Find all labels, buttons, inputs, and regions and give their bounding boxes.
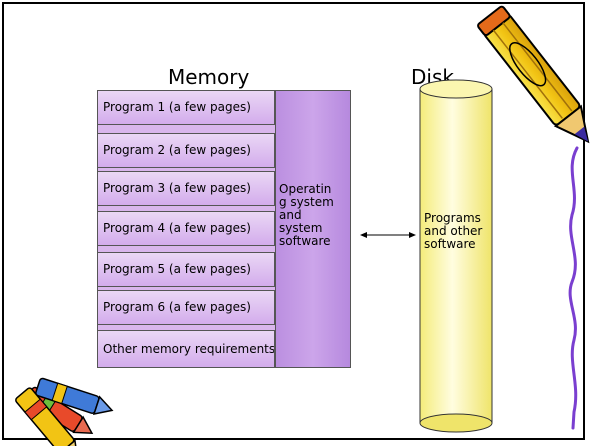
os-line: g system (279, 195, 334, 209)
pencil-icon (477, 5, 590, 144)
other-memory-block: Other memory requirements (97, 330, 275, 368)
slide-frame (2, 2, 585, 440)
crayons-icon (15, 377, 114, 446)
double-arrow-icon (360, 232, 416, 238)
program-3-block: Program 3 (a few pages) (97, 171, 275, 206)
disk-label: Programs and other software (424, 212, 486, 251)
os-label: Operatin g system and system software (279, 183, 349, 248)
os-column (275, 90, 351, 368)
os-line: system (279, 221, 323, 235)
program-4-block: Program 4 (a few pages) (97, 211, 275, 246)
program-6-block: Program 6 (a few pages) (97, 290, 275, 325)
os-line: software (279, 234, 331, 248)
disk-line: and other (424, 224, 483, 238)
memory-title: Memory (168, 65, 250, 89)
program-2-block: Program 2 (a few pages) (97, 133, 275, 168)
program-5-block: Program 5 (a few pages) (97, 252, 275, 287)
disk-cylinder (419, 79, 493, 433)
program-1-block: Program 1 (a few pages) (97, 90, 275, 125)
squiggle-line (568, 146, 579, 430)
disk-line: software (424, 237, 476, 251)
disk-line: Programs (424, 211, 481, 225)
os-line: Operatin (279, 182, 332, 196)
os-line: and (279, 208, 302, 222)
